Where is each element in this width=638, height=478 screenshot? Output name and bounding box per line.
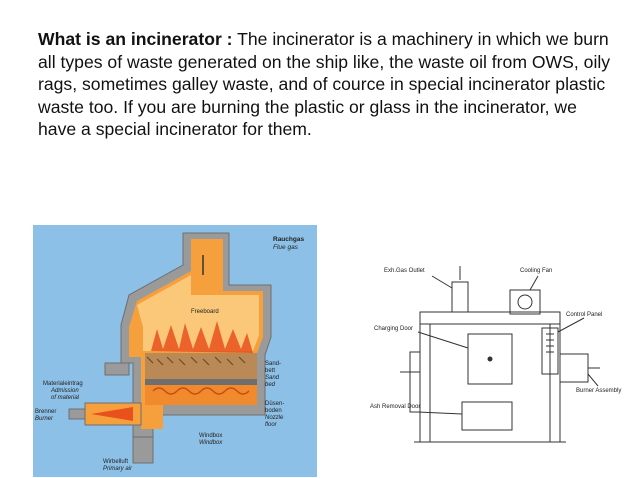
burner-inlet	[68, 408, 86, 420]
cooling-fan	[509, 289, 541, 315]
fluidized-bed-incinerator-diagram: Rauchgas Flue gas Freeboard Sand- bett S…	[33, 225, 317, 477]
label-primary-air-en: Primary air	[103, 466, 133, 472]
label-ash-removal-door: Ash Removal Door	[370, 404, 420, 410]
label-cooling-fan: Cooling Fan	[520, 268, 552, 274]
nozzle-floor	[145, 379, 257, 385]
sand-bed	[145, 353, 257, 379]
windbox	[145, 385, 257, 405]
paragraph-body: The incinerator is a machinery in which …	[38, 29, 611, 140]
sand-texture	[146, 356, 246, 366]
burner-flame	[91, 407, 133, 421]
label-sand-2: bett	[265, 368, 275, 374]
primary-air-pipe	[132, 436, 154, 464]
description-paragraph: What is an incinerator : The incinerator…	[38, 28, 618, 141]
label-nozzle-4: floor	[265, 422, 278, 428]
label-nozzle-1: Düsen-	[265, 401, 284, 407]
label-burner-assembly: Burner Assembly	[576, 388, 621, 394]
label-sand-1: Sand-	[265, 361, 281, 367]
label-burner-de: Brenner	[35, 409, 56, 415]
label-nozzle-2: boden	[265, 408, 282, 414]
label-freeboard: Freeboard	[191, 309, 219, 315]
material-admission-chute	[104, 362, 130, 376]
control-panel-drawing	[541, 327, 559, 375]
label-windbox-2: Windbox	[199, 440, 223, 446]
charging-door-drawing	[467, 333, 513, 385]
label-material-3: of material	[51, 395, 80, 401]
label-control-panel: Control Panel	[566, 312, 602, 318]
ship-incinerator-drawing: Exh.Gas Outlet Cooling Fan Control Panel…	[370, 262, 632, 452]
label-flue-gas-de: Rauchgas	[273, 236, 304, 243]
ash-door-drawing	[461, 401, 513, 431]
freeboard-zone	[137, 275, 259, 351]
label-charging-door: Charging Door	[374, 326, 413, 332]
label-primary-air-de: Wirbelluft	[103, 459, 128, 465]
label-material-1: Materialeintrag	[43, 381, 83, 387]
label-nozzle-3: Nozzle	[265, 415, 284, 421]
label-windbox-1: Windbox	[199, 433, 222, 439]
label-material-2: Admission	[50, 388, 79, 394]
flames	[151, 321, 253, 353]
label-sand-3: Sand	[265, 375, 280, 381]
label-flue-gas-en: Flue gas	[273, 244, 299, 251]
label-burner-en: Burner	[35, 416, 54, 422]
paragraph-heading: What is an incinerator :	[38, 29, 233, 49]
label-sand-4: bed	[265, 382, 276, 388]
label-exh-gas-outlet: Exh.Gas Outlet	[384, 268, 425, 274]
